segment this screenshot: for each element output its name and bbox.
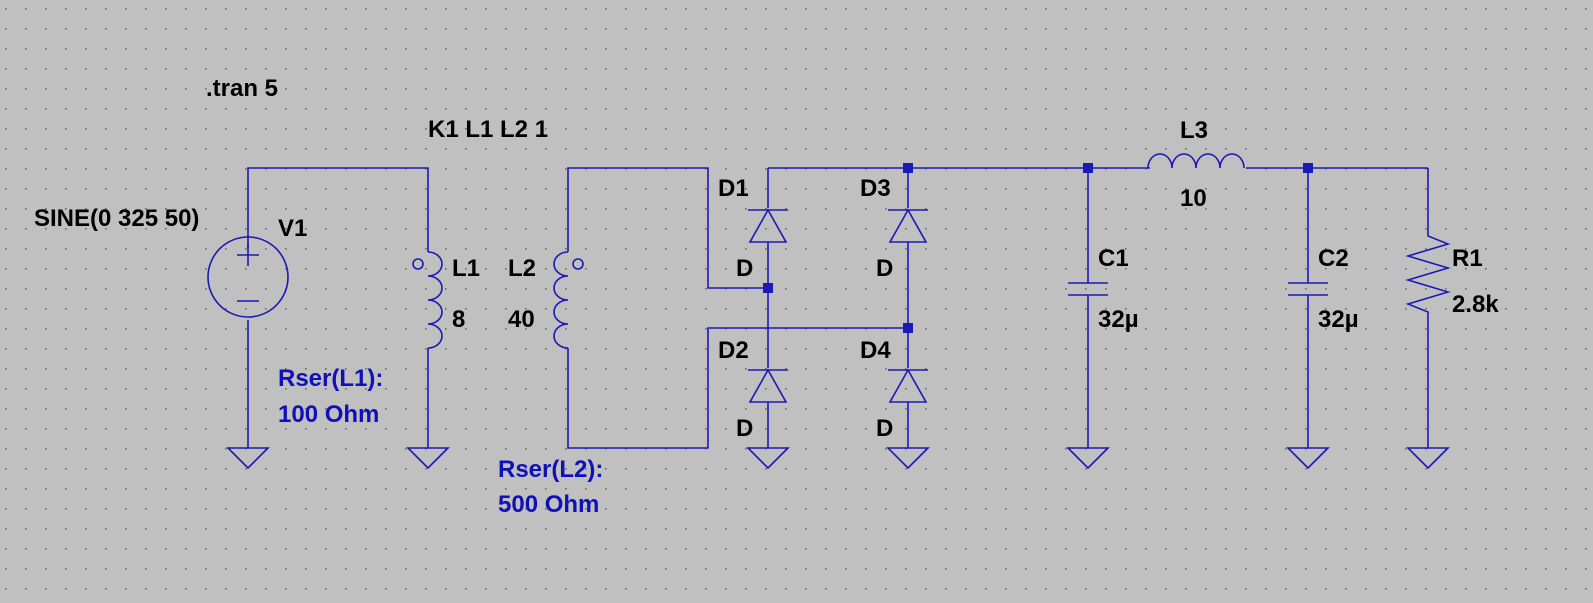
D1-model-label: D [736, 255, 753, 282]
L1-name-label: L1 [452, 255, 480, 282]
secondary-wires [567, 167, 908, 449]
D2-name-label: D2 [718, 337, 749, 364]
ground-C2 [1286, 447, 1330, 470]
resistor-R1[interactable] [1405, 232, 1451, 316]
diode-D2[interactable] [748, 368, 788, 403]
tran-directive[interactable]: .tran 5 [206, 75, 278, 102]
ground-D2 [746, 447, 790, 470]
ground-V1 [226, 447, 270, 470]
inductor-L3[interactable] [1147, 153, 1246, 176]
diode-D3[interactable] [888, 208, 928, 243]
diode-D1[interactable] [748, 208, 788, 243]
bridge-wires [767, 167, 1428, 448]
D1-name-label: D1 [718, 175, 749, 202]
L3-name-label: L3 [1180, 117, 1208, 144]
ground-R1 [1406, 447, 1450, 470]
L1-rser-label: Rser(L1): [278, 365, 383, 392]
D3-name-label: D3 [860, 175, 891, 202]
junction-dots [763, 163, 1313, 333]
primary-wires [247, 167, 429, 448]
L1-rser-value: 100 Ohm [278, 401, 379, 428]
L2-name-label: L2 [508, 255, 536, 282]
L2-rser-label: Rser(L2): [498, 456, 603, 483]
R1-value-label: 2.8k [1452, 291, 1499, 318]
ground-L1 [406, 447, 450, 470]
capacitor-C1[interactable] [1068, 282, 1108, 296]
diode-D4[interactable] [888, 368, 928, 403]
C1-name-label: C1 [1098, 245, 1129, 272]
C2-name-label: C2 [1318, 245, 1349, 272]
L3-value-label: 10 [1180, 185, 1207, 212]
voltage-source-V1[interactable] [207, 236, 289, 318]
L2-rser-value: 500 Ohm [498, 491, 599, 518]
C2-value-label: 32µ [1318, 306, 1359, 333]
V1-name-label: V1 [278, 215, 307, 242]
D2-model-label: D [736, 415, 753, 442]
coupling-directive[interactable]: K1 L1 L2 1 [428, 116, 548, 143]
R1-name-label: R1 [1452, 245, 1483, 272]
D4-model-label: D [876, 415, 893, 442]
capacitor-C2[interactable] [1288, 282, 1328, 296]
ground-C1 [1066, 447, 1110, 470]
inductor-L2[interactable] [553, 248, 584, 349]
D4-name-label: D4 [860, 337, 891, 364]
V1-value-label: SINE(0 325 50) [34, 205, 199, 232]
inductor-L1[interactable] [412, 248, 443, 349]
D3-model-label: D [876, 255, 893, 282]
C1-value-label: 32µ [1098, 306, 1139, 333]
filter-wires [1087, 168, 1429, 448]
L1-value-label: 8 [452, 306, 465, 333]
ground-D4 [886, 447, 930, 470]
L2-value-label: 40 [508, 306, 535, 333]
